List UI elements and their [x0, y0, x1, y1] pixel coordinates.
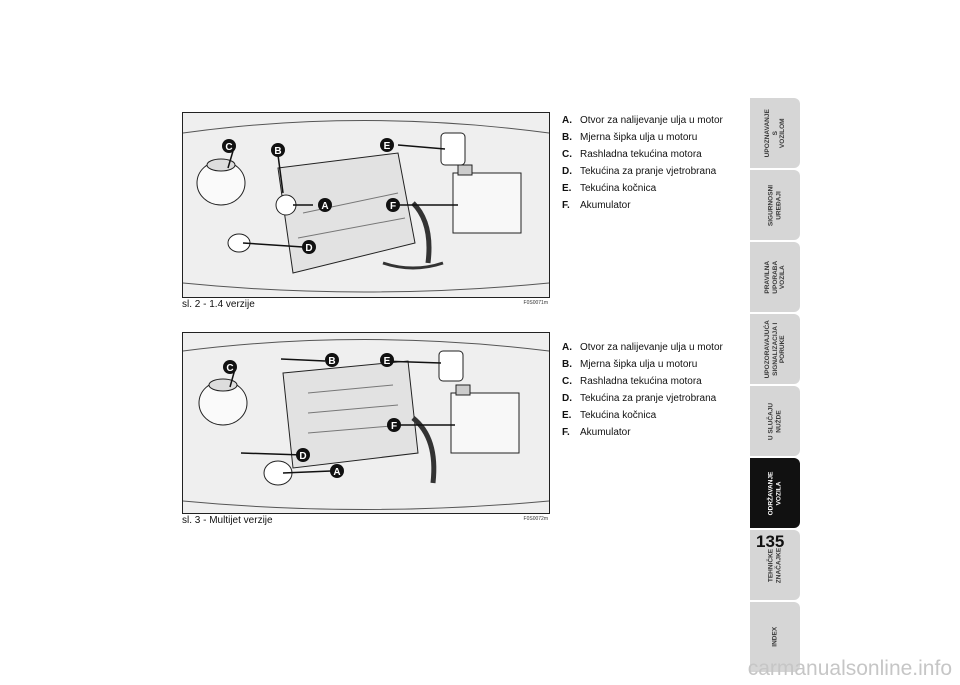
legend-text: Tekućina za pranje vjetrobrana [580, 166, 717, 177]
engine-drawing-1: C B A D E F [183, 113, 549, 297]
engine-illustration-1: C B A D E F [182, 112, 550, 298]
legend-text: Rashladna tekućina motora [580, 149, 702, 160]
legend-key: F. [562, 427, 570, 438]
callout-f: F [390, 201, 396, 212]
figure-caption-2: sl. 3 - Multijet verzije [182, 515, 273, 526]
legend-text: Akumulator [580, 427, 631, 438]
legend-text: Akumulator [580, 200, 631, 211]
page-number: 135 [756, 532, 785, 551]
callout-a: A [333, 467, 340, 478]
legend-key: E. [562, 410, 572, 421]
callout-c: C [226, 363, 233, 374]
figure-code-1: F0S0071m [523, 300, 548, 306]
legend-key: B. [562, 132, 572, 143]
callout-c: C [225, 142, 232, 153]
legend-key: F. [562, 200, 570, 211]
legend-text: Mjerna šipka ulja u motoru [580, 132, 698, 143]
callout-e: E [384, 141, 391, 152]
legend-key: E. [562, 183, 572, 194]
legend-key: A. [562, 342, 572, 353]
tab-u-slucaju[interactable]: U SLUČAJU NUŽDE [750, 386, 800, 456]
tab-upoznavanje[interactable]: UPOZNAVANJE S VOZILOM [750, 98, 800, 168]
tab-label: UPOZNAVANJE S VOZILOM [763, 108, 786, 158]
legend-text: Tekućina kočnica [580, 183, 657, 194]
callout-e: E [384, 356, 391, 367]
callout-b: B [328, 356, 335, 367]
legend-item: A. Otvor za nalijevanje ulja u motor [562, 339, 737, 356]
tab-pravilna[interactable]: PRAVILNA UPORABA VOZILA [750, 242, 800, 312]
legend-key: B. [562, 359, 572, 370]
legend-text: Tekućina za pranje vjetrobrana [580, 393, 717, 404]
tab-label: U SLUČAJU NUŽDE [767, 402, 783, 440]
legend-item: F. Akumulator [562, 197, 737, 214]
callout-a: A [321, 201, 328, 212]
legend-text: Otvor za nalijevanje ulja u motor [580, 342, 723, 353]
legend-item: B. Mjerna šipka ulja u motoru [562, 356, 737, 373]
legend-key: A. [562, 115, 572, 126]
callout-d: D [299, 451, 306, 462]
legend-item: C. Rashladna tekućina motora [562, 146, 737, 163]
callout-b: B [274, 146, 281, 157]
legend-item: D. Tekućina za pranje vjetrobrana [562, 163, 737, 180]
tab-tehnicke[interactable]: TEHNIČKE ZNAČAJKE [750, 530, 800, 600]
figure-code-2: F0S0072m [523, 516, 548, 522]
watermark: carmanualsonline.info [747, 657, 952, 680]
legend-1: A. Otvor za nalijevanje ulja u motor B. Mj… [562, 112, 737, 214]
tab-label: INDEX [771, 627, 779, 647]
tab-label: PRAVILNA UPORABA VOZILA [763, 260, 786, 294]
legend-item: C. Rashladna tekućina motora [562, 373, 737, 390]
legend-item: E. Tekućina kočnica [562, 407, 737, 424]
tab-odrzavanje[interactable]: ODRŽAVANJE VOZILA [750, 458, 800, 528]
legend-item: A. Otvor za nalijevanje ulja u motor [562, 112, 737, 129]
engine-illustration-2: C B E F D A [182, 332, 550, 514]
legend-2: A. Otvor za nalijevanje ulja u motor B. Mj… [562, 339, 737, 441]
figure-caption-1: sl. 2 - 1.4 verzije [182, 299, 255, 310]
legend-item: B. Mjerna šipka ulja u motoru [562, 129, 737, 146]
legend-key: C. [562, 376, 572, 387]
legend-item: E. Tekućina kočnica [562, 180, 737, 197]
legend-item: D. Tekućina za pranje vjetrobrana [562, 390, 737, 407]
legend-text: Mjerna šipka ulja u motoru [580, 359, 698, 370]
engine-drawing-2: C B E F D A [183, 333, 549, 513]
tab-label: UPOZORAVAJUĆA SIGNALIZACIJA I PORUKE [763, 319, 786, 379]
legend-item: F. Akumulator [562, 424, 737, 441]
callout-f: F [391, 421, 397, 432]
legend-text: Rashladna tekućina motora [580, 376, 702, 387]
tab-index[interactable]: INDEX [750, 602, 800, 672]
legend-key: D. [562, 393, 572, 404]
legend-text: Tekućina kočnica [580, 410, 657, 421]
legend-text: Otvor za nalijevanje ulja u motor [580, 115, 723, 126]
tab-label: SIGURNOSNI UREĐAJI [767, 184, 783, 226]
legend-key: C. [562, 149, 572, 160]
tab-upozoravajuca[interactable]: UPOZORAVAJUĆA SIGNALIZACIJA I PORUKE [750, 314, 800, 384]
tab-label: ODRŽAVANJE VOZILA [767, 471, 783, 515]
legend-key: D. [562, 166, 572, 177]
callout-d: D [305, 243, 312, 254]
tab-sigurnosni[interactable]: SIGURNOSNI UREĐAJI [750, 170, 800, 240]
